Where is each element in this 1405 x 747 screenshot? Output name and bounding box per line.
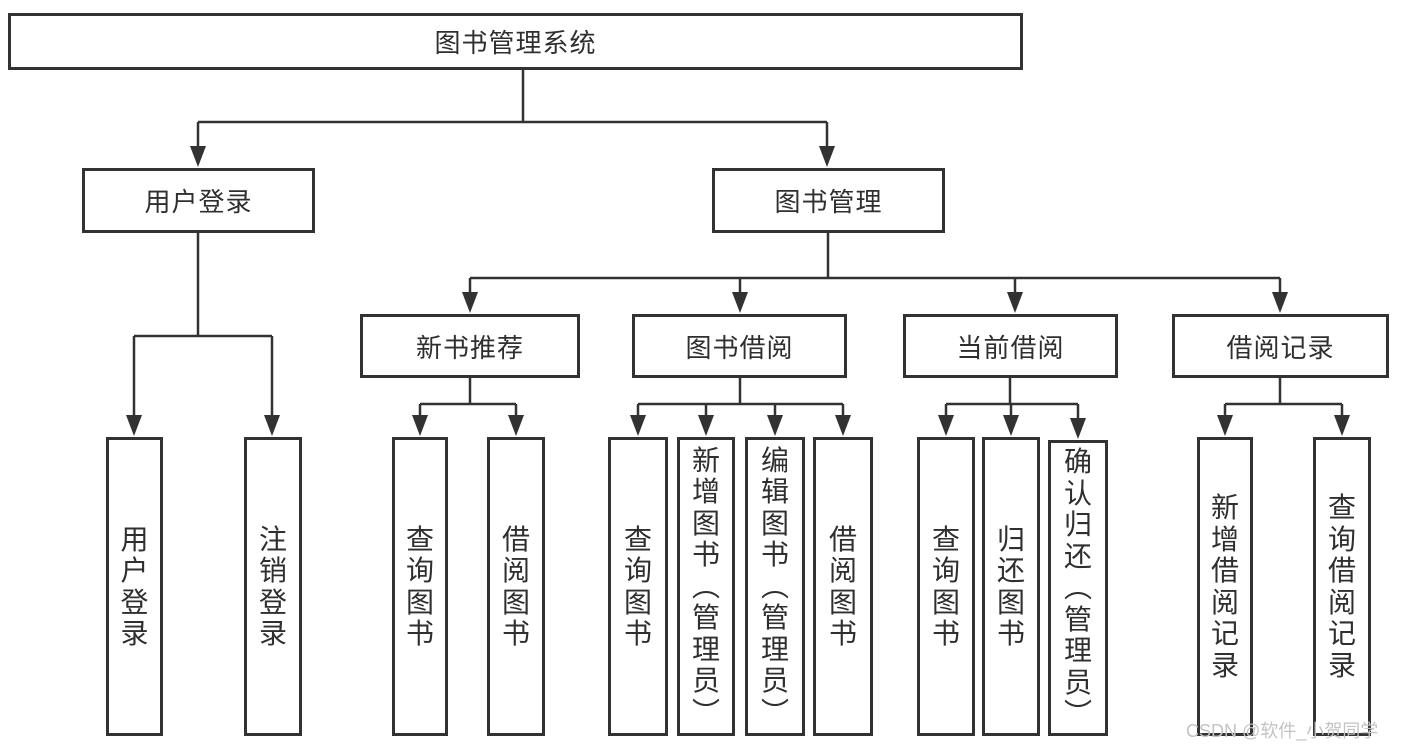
leaf-borrow-books: 借 阅 图 书 — [813, 437, 873, 736]
leaf-add-borrow-record: 新 增 借 阅 记 录 — [1197, 437, 1253, 736]
leaf-search-books-borrowing: 查 询 图 书 — [608, 437, 668, 736]
node-borrowing-records: 借阅记录 — [1172, 314, 1389, 378]
leaf-return-books: 归 还 图 书 — [982, 437, 1040, 736]
node-current-borrowing: 当前借阅 — [903, 314, 1118, 378]
leaf-user-login: 用 户 登 录 — [106, 437, 163, 736]
node-root-label: 图书管理系统 — [434, 28, 597, 58]
leaf-confirm-return-admin: 确 认 归 还 ︵ 管 理 员 ︶ — [1048, 440, 1108, 736]
node-borrowing-records-label: 借阅记录 — [1226, 332, 1335, 363]
node-book-management-label: 图书管理 — [774, 187, 883, 217]
node-book-borrowing-label: 图书借阅 — [685, 332, 794, 363]
arrowheads — [126, 146, 1350, 439]
node-root: 图书管理系统 — [8, 13, 1023, 70]
leaf-edit-books-admin: 编 辑 图 书 ︵ 管 理 员 ︶ — [745, 437, 805, 736]
leaf-add-books-admin: 新 增 图 书 ︵ 管 理 员 ︶ — [677, 437, 735, 736]
node-book-management: 图书管理 — [712, 168, 945, 233]
node-new-book-recommendation-label: 新书推荐 — [415, 332, 524, 363]
node-current-borrowing-label: 当前借阅 — [956, 332, 1065, 363]
leaf-search-books-recommend: 查 询 图 书 — [392, 437, 448, 736]
node-new-book-recommendation: 新书推荐 — [360, 314, 580, 378]
leaf-borrow-books-recommend: 借 阅 图 书 — [487, 437, 545, 736]
csdn-watermark: CSDN @软件_小贺同学 — [1186, 721, 1379, 741]
node-book-borrowing: 图书借阅 — [632, 314, 847, 378]
leaf-logout: 注 销 登 录 — [244, 437, 302, 736]
node-user-login: 用户登录 — [82, 168, 315, 233]
node-user-login-label: 用户登录 — [144, 187, 253, 217]
leaf-search-books-current: 查 询 图 书 — [917, 437, 975, 736]
leaf-search-borrow-record: 查 询 借 阅 记 录 — [1313, 437, 1371, 736]
